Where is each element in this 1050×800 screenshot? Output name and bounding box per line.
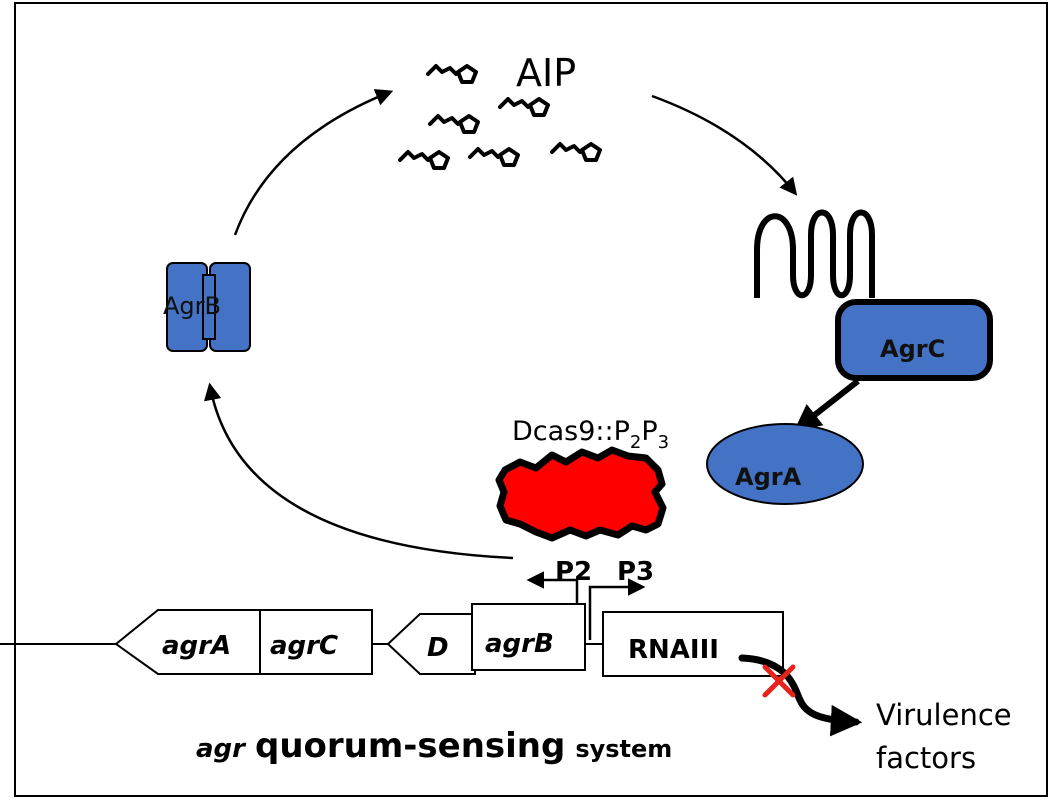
dcas9-protein	[495, 446, 667, 542]
gene-block-agra-agrc	[114, 609, 373, 675]
block-x-icon	[762, 664, 796, 698]
aip-molecule	[498, 97, 550, 117]
aip-molecule	[398, 150, 450, 170]
agrc-box	[835, 299, 993, 381]
gene-agrc-label: agrC	[270, 631, 338, 661]
aip-molecule	[550, 142, 602, 162]
virulence-line1: Virulence	[876, 698, 1012, 732]
gene-agra-label: agrA	[162, 631, 231, 661]
gene-rnaiii-label: RNAIII	[628, 635, 719, 665]
gene-d-label: D	[427, 633, 449, 663]
agra-ellipse	[706, 423, 864, 505]
arrow-agrb-to-aip	[233, 89, 394, 236]
promoter-arrows	[526, 571, 646, 640]
gene-block-rnaiii	[602, 611, 784, 677]
agra-label: AgrA	[735, 463, 802, 491]
agrb-label: AgrB	[163, 292, 221, 320]
dcas9-label: Dcas9::P2P3	[512, 416, 669, 453]
agrb-protein: AgrB	[163, 262, 251, 352]
aip-molecules	[398, 64, 602, 170]
p2-label: P2	[555, 557, 592, 587]
outer-frame	[14, 2, 1048, 797]
aip-label: AIP	[516, 51, 576, 95]
p3-label: P3	[617, 557, 654, 587]
gene-block-agrb	[471, 603, 586, 671]
virulence-line2: factors	[876, 741, 976, 775]
arrow-agrc-to-agra	[793, 378, 860, 432]
gene-agrb-label: agrB	[485, 629, 554, 659]
agrc-label: AgrC	[880, 335, 945, 363]
arrow-aip-to-agrc	[651, 94, 798, 196]
aip-molecule	[428, 114, 480, 134]
aip-molecule	[468, 147, 520, 167]
arrow-rnaiii-to-virulence	[738, 654, 863, 737]
aip-molecule	[426, 64, 478, 84]
agrc-transmembrane-helices	[754, 209, 875, 298]
arrow-operon-to-agrb	[204, 382, 514, 560]
